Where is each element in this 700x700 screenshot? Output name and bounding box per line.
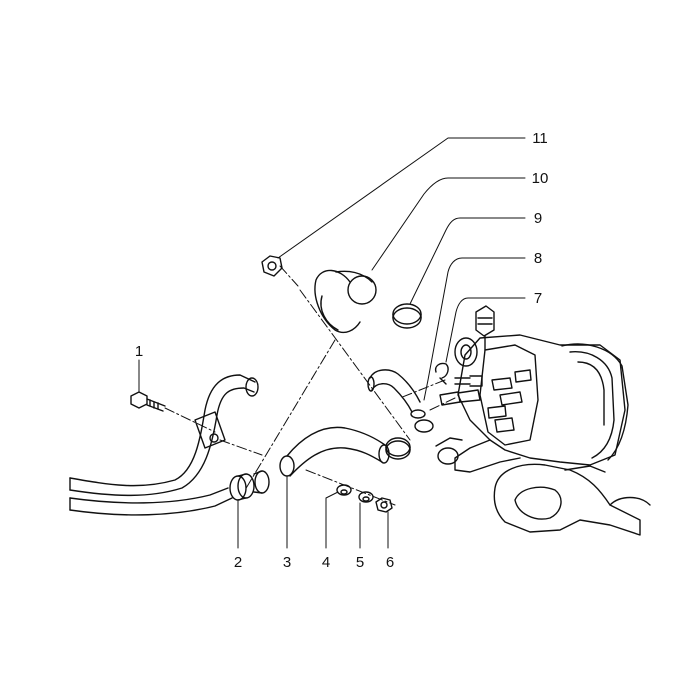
callout-9: 9 <box>533 210 543 227</box>
assembly-centerlines <box>164 265 456 506</box>
callout-5: 5 <box>355 554 365 571</box>
callout-10: 10 <box>531 170 549 187</box>
hose-clamp-lower <box>385 437 411 460</box>
leader-lines <box>138 137 526 549</box>
part-6-nut <box>375 497 393 513</box>
callout-8: 8 <box>533 250 543 267</box>
part-9-clamp <box>392 303 422 329</box>
callout-3: 3 <box>282 554 292 571</box>
callout-6: 6 <box>385 554 395 571</box>
callout-11: 11 <box>532 130 548 147</box>
frame-tube <box>69 374 259 516</box>
callout-2: 2 <box>233 554 243 571</box>
part-11-nut <box>261 255 283 277</box>
part-5-washer <box>358 491 374 503</box>
engine-mount-bracket <box>493 463 651 536</box>
part-8-small-hose <box>367 369 434 433</box>
part-10-elbow-hose <box>314 269 377 334</box>
callout-1: 1 <box>134 343 144 360</box>
part-1-bolt <box>130 391 166 412</box>
callout-7: 7 <box>533 290 543 307</box>
callout-4: 4 <box>321 554 331 571</box>
part-2-fitting <box>229 470 270 501</box>
engine-cylinder-head <box>435 305 629 473</box>
part-3-hose <box>279 426 390 477</box>
